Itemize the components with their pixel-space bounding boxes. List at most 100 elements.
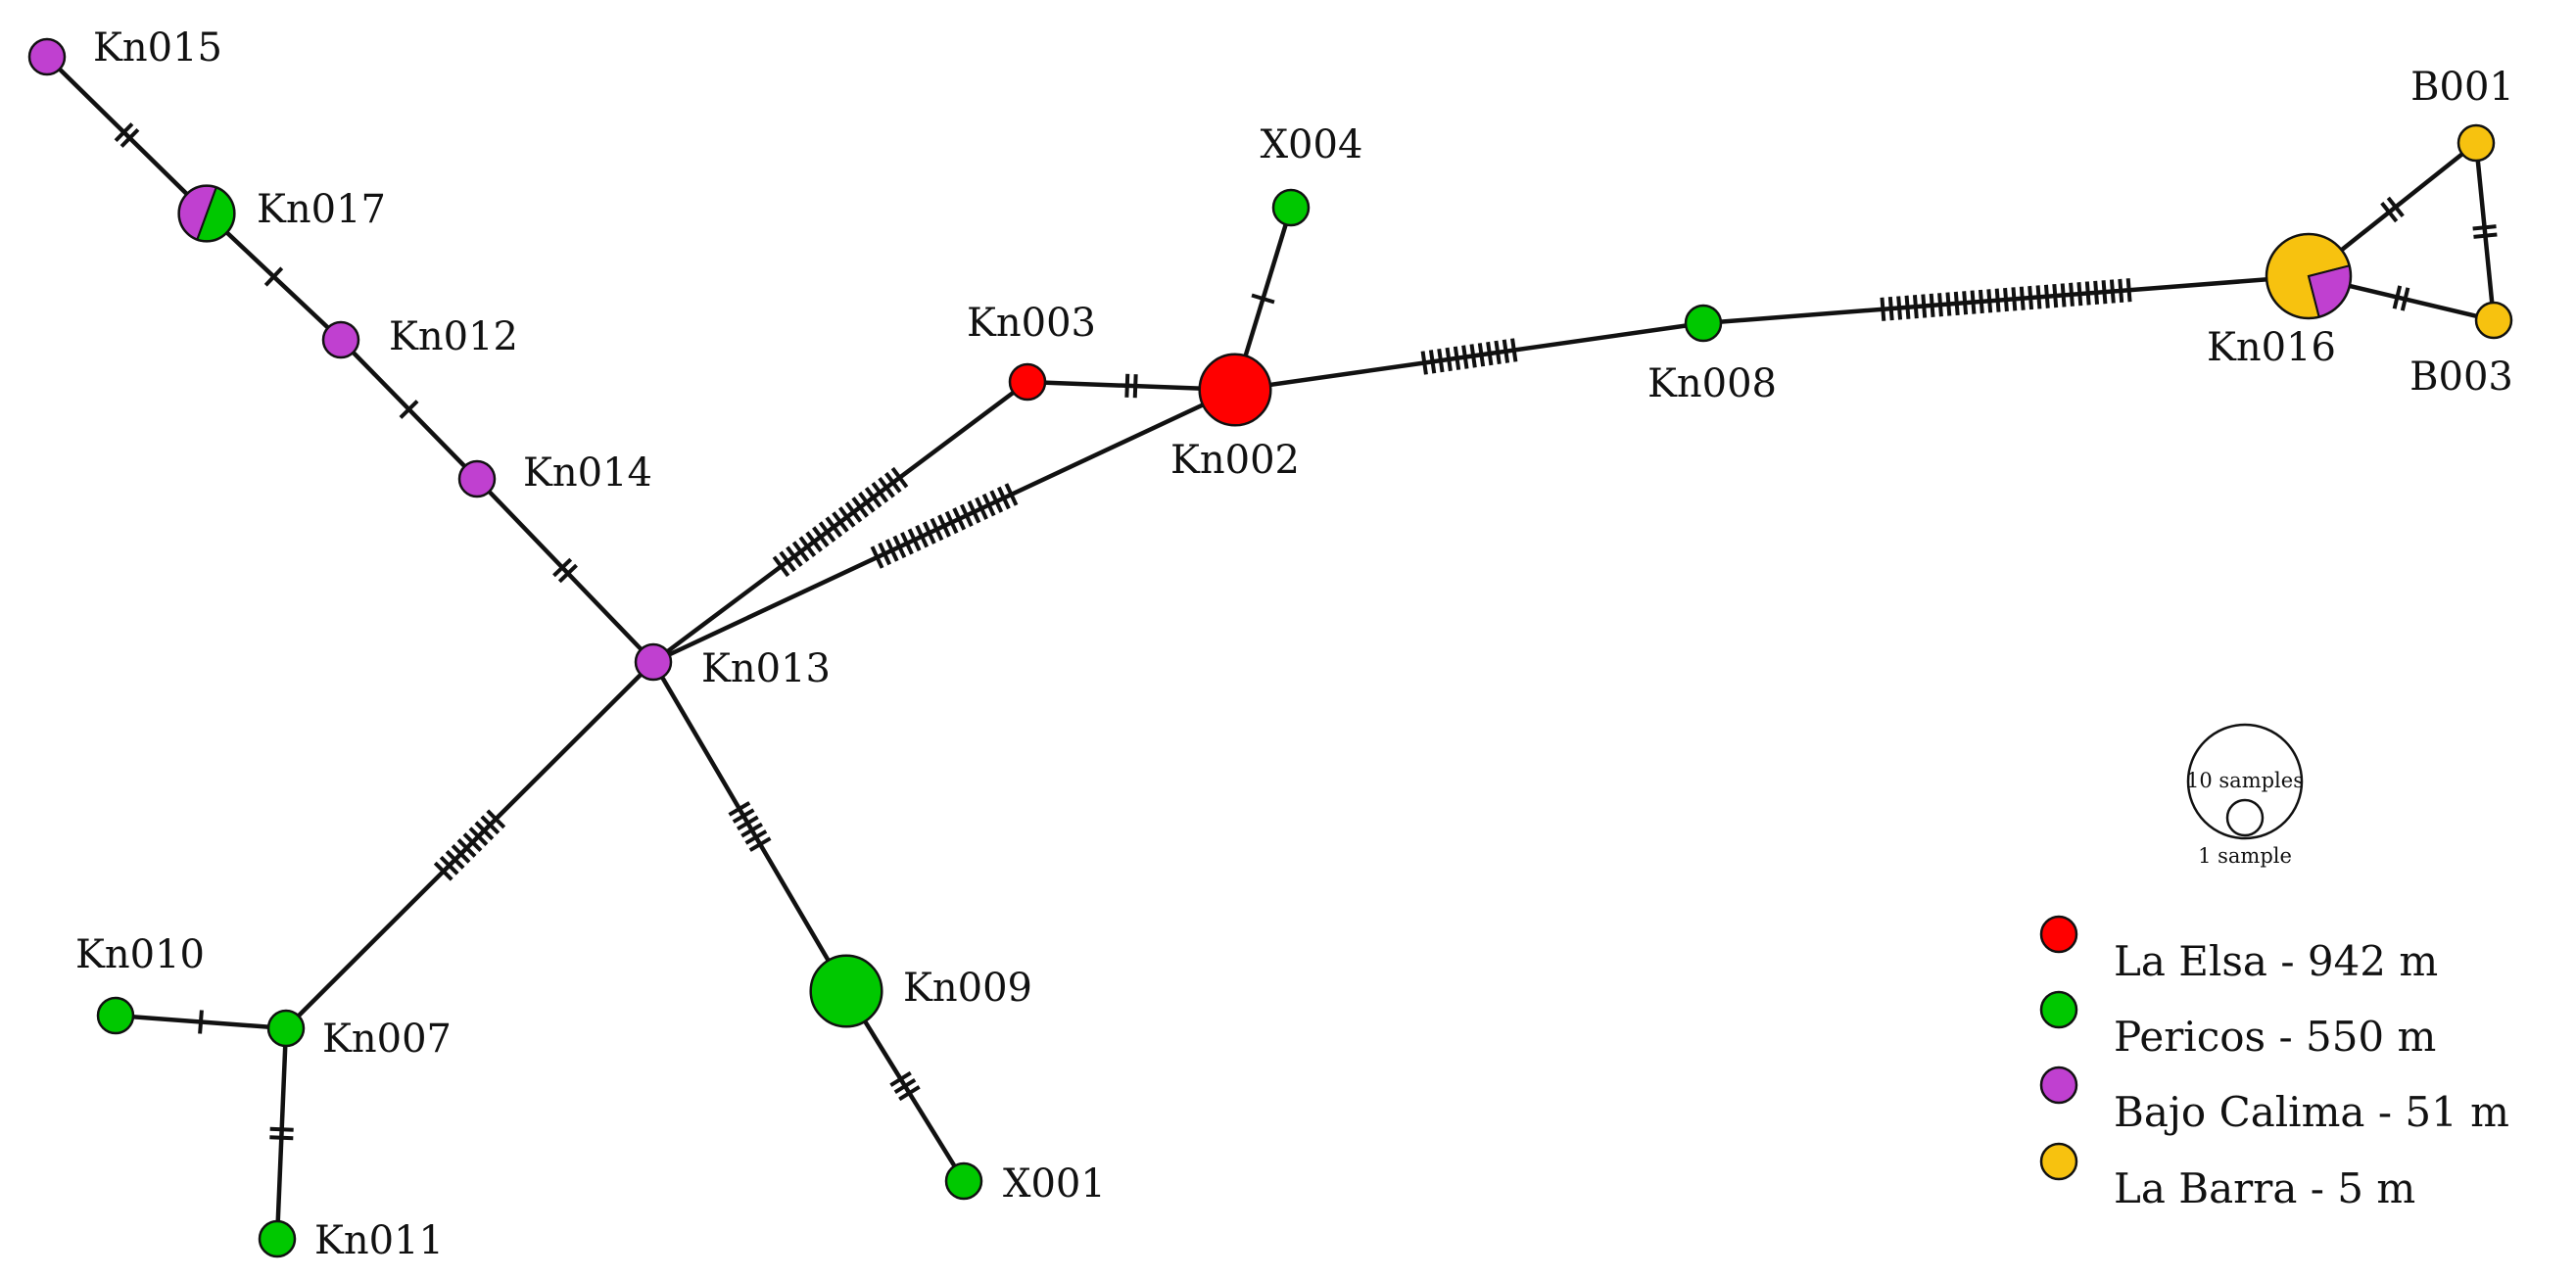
node-slice — [29, 39, 65, 74]
mutation-tick — [269, 1126, 294, 1132]
haplotype-node — [27, 37, 67, 76]
mutation-tick — [1251, 293, 1275, 305]
mutation-tick — [269, 1135, 294, 1141]
mutation-tick — [812, 526, 830, 547]
mutation-tick — [2093, 280, 2100, 305]
node-slice — [1686, 306, 1721, 341]
legend-item-la-elsa: La Elsa - 942 m — [2039, 915, 2438, 985]
mutation-tick — [1929, 293, 1935, 317]
haplotype-label: Kn011 — [314, 1218, 444, 1263]
network-link — [651, 660, 848, 993]
legend-item-pericos: Pericos - 550 m — [2039, 990, 2436, 1061]
mutation-tick — [952, 507, 967, 531]
network-link — [2473, 142, 2497, 321]
mutation-tick — [445, 849, 465, 870]
mutation-tick — [1124, 373, 1130, 398]
haplotype-node — [2474, 301, 2513, 340]
haplotype-node — [266, 1009, 306, 1048]
mutation-tick — [959, 503, 974, 528]
mutation-tick — [2101, 280, 2108, 305]
mutation-tick — [737, 815, 759, 831]
legend-swatch — [2039, 915, 2078, 954]
mutation-tick — [890, 466, 909, 489]
network-link — [274, 1027, 289, 1240]
haplotype-node — [1271, 188, 1311, 227]
mutation-tick — [2076, 282, 2083, 307]
mutation-tick — [1453, 346, 1461, 370]
mutation-tick — [1945, 292, 1952, 316]
legend-swatch — [2039, 1066, 2078, 1105]
haplotype-label: Kn012 — [389, 314, 518, 359]
mutation-tick — [1437, 348, 1445, 373]
mutation-tick — [744, 829, 768, 845]
mutation-tick — [1896, 296, 1903, 320]
mutation-tick — [1486, 341, 1494, 366]
mutation-tick — [832, 511, 849, 533]
mutation-tick — [805, 531, 823, 552]
mutation-tick — [2109, 279, 2116, 304]
mutation-tick — [2473, 232, 2498, 239]
mutation-tick — [907, 528, 922, 551]
node-outline — [944, 1161, 983, 1201]
network-link — [475, 477, 655, 664]
mutation-tick — [858, 492, 876, 513]
mutation-tick — [1887, 296, 1894, 321]
haplotype-label: Kn013 — [701, 646, 831, 691]
haplotype-label: Kn008 — [1647, 361, 1777, 406]
node-slice — [2476, 303, 2511, 338]
haplotype-node — [1198, 353, 1272, 427]
node-outline — [2265, 232, 2353, 320]
mutation-tick — [2052, 283, 2059, 308]
haplotype-label: B001 — [2410, 65, 2514, 110]
legend-label: La Elsa - 942 m — [2114, 937, 2438, 985]
mutation-tick — [851, 497, 869, 518]
mutation-tick — [930, 517, 944, 542]
legend-label: Pericos - 550 m — [2114, 1013, 2436, 1061]
mutation-tick — [989, 490, 1004, 513]
node-outline — [2474, 301, 2513, 340]
node-outline — [96, 996, 135, 1035]
mutation-tick — [791, 541, 810, 563]
mutation-tick — [2011, 287, 2018, 311]
network-link — [1234, 320, 1704, 393]
mutation-tick — [837, 506, 856, 528]
node-slice — [268, 1011, 304, 1046]
mutation-tick — [468, 827, 489, 847]
mutation-tick — [898, 1085, 921, 1102]
node-outline — [1198, 353, 1272, 427]
haplotype-label: Kn009 — [903, 966, 1032, 1011]
node-slice — [2458, 125, 2494, 161]
mutation-tick — [937, 514, 951, 538]
mutation-tick — [1953, 291, 1960, 316]
mutation-tick — [1502, 339, 1510, 363]
haplotype-label: Kn016 — [2207, 325, 2336, 370]
mutation-tick — [2125, 278, 2132, 303]
haplotype-node — [809, 954, 883, 1028]
mutation-tick — [114, 122, 134, 143]
mutation-tick — [1921, 294, 1928, 318]
mutation-tick — [2392, 285, 2403, 309]
mutation-tick — [399, 400, 419, 419]
mutation-tick — [433, 861, 453, 881]
mutation-tick — [2472, 224, 2497, 231]
mutation-tick — [786, 545, 803, 568]
mutation-tick — [2118, 278, 2124, 304]
mutation-tick — [915, 524, 930, 548]
mutation-tick — [1962, 291, 1969, 315]
mutation-tick — [2380, 201, 2399, 223]
mutation-tick — [456, 838, 477, 858]
mutation-tick — [1445, 347, 1453, 372]
mutation-tick — [798, 536, 817, 557]
mutation-tick — [2043, 284, 2050, 308]
mutation-tick — [198, 1010, 204, 1034]
scale-label-small: 1 sample — [2198, 844, 2292, 868]
mutation-tick — [844, 501, 863, 523]
node-outline — [634, 642, 673, 682]
mutation-tick — [1994, 288, 2001, 312]
legend-label: Bajo Calima - 51 m — [2114, 1088, 2509, 1136]
mutation-tick — [1132, 374, 1138, 399]
network-link — [284, 660, 655, 1030]
mutation-tick — [2084, 281, 2091, 306]
mutation-tick — [2027, 285, 2034, 310]
